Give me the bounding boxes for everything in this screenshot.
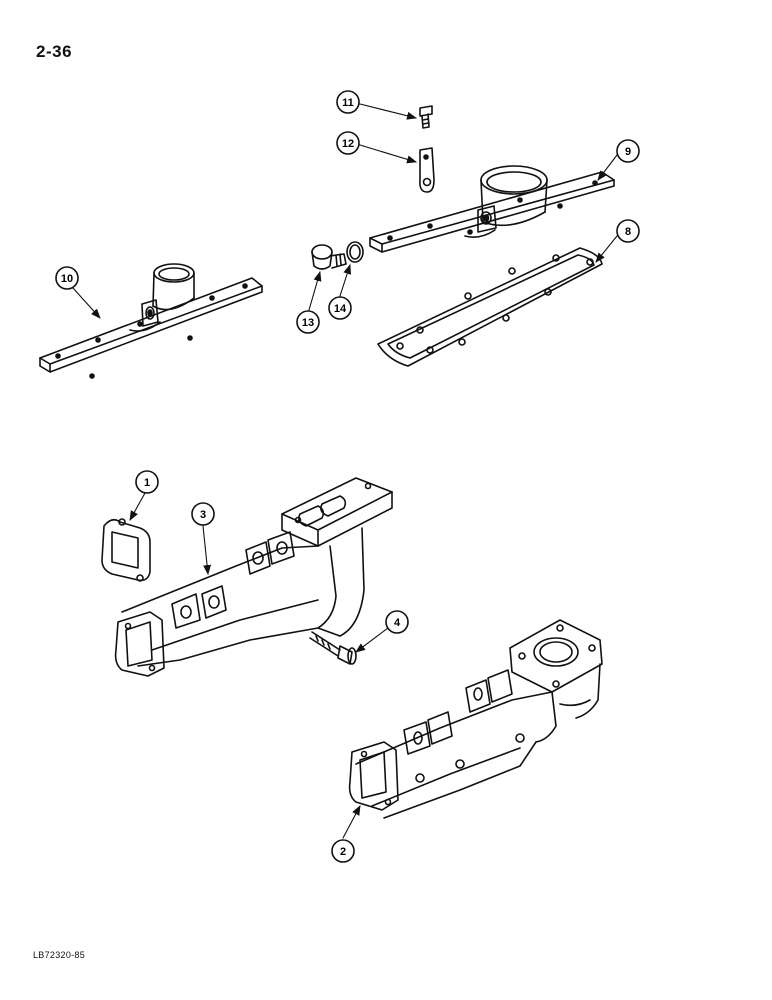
- part-9-cover-plate: [369, 165, 615, 253]
- callout-9: 9: [616, 139, 640, 163]
- svg-text:14: 14: [334, 303, 347, 315]
- callout-10: 10: [55, 266, 79, 290]
- svg-text:2: 2: [340, 846, 346, 858]
- svg-text:4: 4: [394, 617, 401, 629]
- callout-4: 4: [385, 610, 409, 634]
- part-14-washer: [346, 241, 364, 263]
- svg-text:10: 10: [61, 273, 73, 285]
- part-10-inlet-plate: [39, 263, 263, 379]
- part-4-cap-screw: [309, 631, 357, 665]
- callout-12: 12: [336, 131, 360, 155]
- svg-text:8: 8: [625, 226, 631, 238]
- svg-text:9: 9: [625, 146, 631, 158]
- svg-text:11: 11: [342, 97, 354, 109]
- callout-1: 1: [135, 470, 159, 494]
- part-8-gasket: [377, 247, 603, 367]
- leader-lines: [72, 103, 618, 839]
- svg-text:1: 1: [144, 477, 150, 489]
- part-2-intake-manifold: [348, 619, 603, 819]
- callout-8: 8: [616, 219, 640, 243]
- callout-14: 14: [328, 296, 352, 320]
- figure-reference-code: LB72320-85: [33, 950, 86, 960]
- callout-13: 13: [296, 310, 320, 334]
- part-1-gasket: [101, 518, 151, 582]
- svg-text:13: 13: [302, 317, 314, 329]
- part-3-exhaust-manifold: [114, 477, 393, 677]
- svg-text:12: 12: [342, 138, 354, 150]
- part-12-clip: [419, 147, 435, 193]
- part-13-plug: [311, 244, 347, 270]
- callout-11: 11: [336, 90, 360, 114]
- page-number: 2-36: [36, 42, 73, 61]
- part-11-bolt: [419, 105, 433, 129]
- callout-2: 2: [331, 839, 355, 863]
- svg-text:3: 3: [200, 509, 206, 521]
- callout-3: 3: [191, 502, 215, 526]
